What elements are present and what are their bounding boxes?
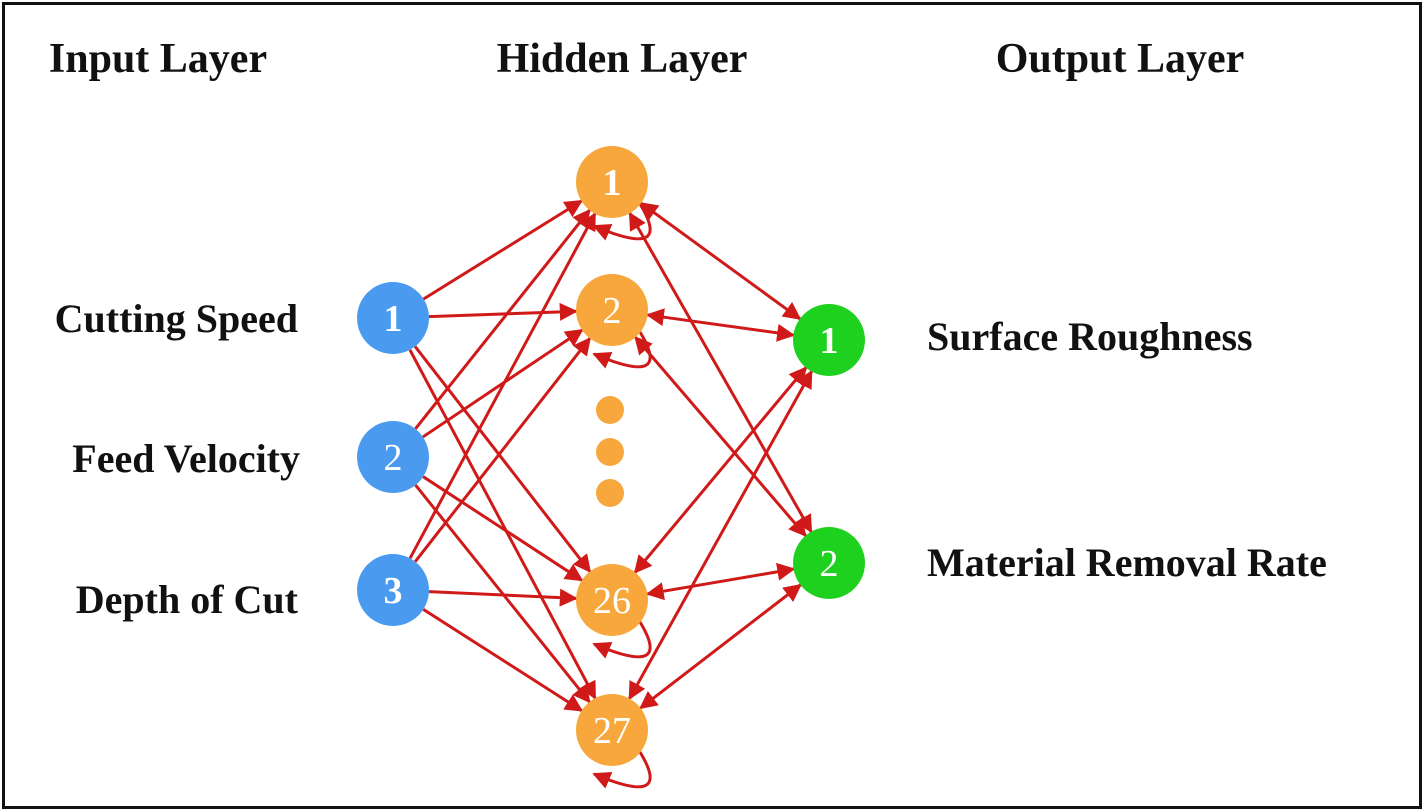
- arrowhead-hid1-out1: [781, 301, 802, 321]
- connection-in1-hid1: [422, 199, 583, 301]
- arrowhead-hid1-out2: [795, 513, 813, 534]
- connection-in3-hid2: [413, 336, 592, 563]
- svg-text:26: 26: [593, 580, 631, 622]
- svg-text:1: 1: [603, 162, 622, 204]
- input-node-3: 3: [357, 554, 429, 626]
- arrowhead-hid3-out2: [776, 562, 796, 581]
- input-layer-header: Input Layer: [49, 36, 267, 82]
- connection-out1-hid2: [645, 308, 794, 337]
- svg-text:2: 2: [603, 290, 622, 332]
- output-label-surface-roughness: Surface Roughness: [927, 314, 1253, 359]
- input-label-feed-velocity: Feed Velocity: [72, 436, 300, 481]
- self-loop-hid27: [592, 751, 652, 789]
- arrowhead-hid4-out1: [795, 369, 813, 390]
- hidden-node-ellipsis: [596, 396, 624, 507]
- connection-in2-hid1: [414, 208, 591, 430]
- connection-in1-hid3: [413, 345, 592, 573]
- connection-in3-hid1: [408, 212, 597, 559]
- svg-text:2: 2: [820, 543, 839, 585]
- self-loop-hid2: [592, 331, 652, 369]
- input-node-2: 2: [357, 421, 429, 493]
- hidden-node-27: 27: [576, 694, 648, 766]
- connection-out1-hid3: [633, 366, 808, 574]
- arrowhead-hid4-out2: [782, 583, 802, 602]
- output-node-1: 1: [793, 304, 865, 376]
- connection-in3-hid4: [422, 608, 584, 712]
- connection-in2-hid3: [422, 475, 584, 582]
- input-label-cutting-speed: Cutting Speed: [55, 296, 298, 341]
- hidden-node-1: 1: [576, 146, 648, 218]
- svg-text:27: 27: [593, 710, 631, 752]
- connection-out2-hid1: [628, 211, 813, 533]
- connection-out2-hid2: [634, 335, 807, 537]
- connection-in3-hid3: [428, 588, 578, 607]
- arrowhead-hid2-out2: [788, 517, 807, 538]
- output-label-material-removal-rate: Material Removal Rate: [927, 540, 1327, 585]
- connection-out1-hid4: [628, 370, 813, 701]
- arrowhead-hid3-out1: [788, 366, 808, 386]
- recurrent-loops: [592, 203, 652, 789]
- self-loop-hid1: [592, 203, 652, 241]
- arrowhead-hid2-out1: [776, 323, 796, 342]
- svg-text:1: 1: [384, 298, 403, 340]
- connections: [408, 199, 813, 712]
- output-layer-header: Output Layer: [996, 36, 1245, 82]
- svg-text:2: 2: [384, 437, 403, 479]
- hidden-node-2: 2: [576, 274, 648, 346]
- connection-in1-hid4: [408, 349, 597, 700]
- connection-out1-hid1: [639, 201, 801, 321]
- connection-in1-hid2: [428, 302, 578, 321]
- output-node-2: 2: [793, 527, 865, 599]
- self-loop-hid26: [592, 621, 652, 659]
- svg-text:3: 3: [384, 570, 403, 612]
- connection-out2-hid4: [639, 583, 802, 710]
- input-node-1: 1: [357, 282, 429, 354]
- connection-out2-hid3: [645, 567, 794, 601]
- hidden-layer-header: Hidden Layer: [497, 36, 748, 82]
- svg-text:1: 1: [820, 320, 839, 362]
- hidden-node-26: 26: [576, 564, 648, 636]
- input-label-depth-of-cut: Depth of Cut: [76, 577, 299, 622]
